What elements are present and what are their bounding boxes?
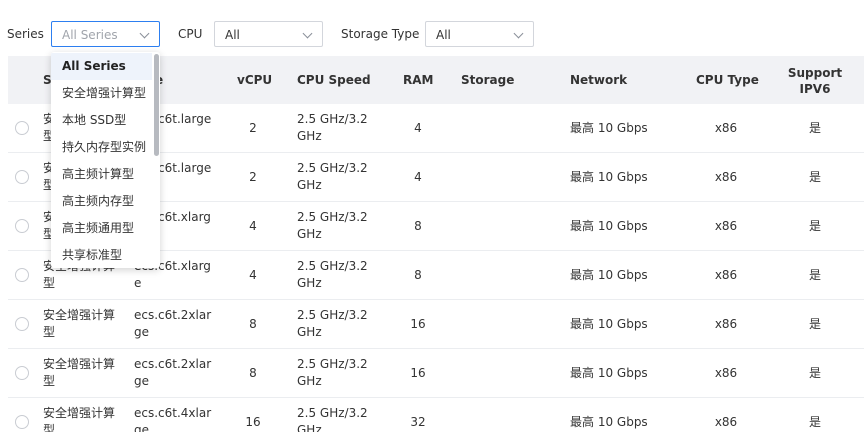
header-storage: Storage xyxy=(461,73,515,87)
dropdown-option[interactable]: 高主频计算型 xyxy=(62,167,135,181)
header-network: Network xyxy=(570,73,628,87)
header-cpu-type: CPU Type xyxy=(696,73,759,87)
cell-vcpu: 8 xyxy=(249,317,257,331)
cell-cpu-type: x86 xyxy=(714,415,738,429)
cell-cpu-type: x86 xyxy=(714,121,738,135)
cell-vcpu: 8 xyxy=(249,366,257,380)
dropdown-option[interactable]: 共享标准型 xyxy=(62,248,123,262)
cell-ipv6: 是 xyxy=(808,219,821,233)
cell-cpu-type: x86 xyxy=(714,268,738,282)
cell-cpu-type: x86 xyxy=(714,366,738,380)
dropdown-option[interactable]: 高主频内存型 xyxy=(62,194,135,208)
cell-ram: 8 xyxy=(414,219,422,233)
dropdown-option[interactable]: 持久内存型实例 xyxy=(62,140,147,154)
header-ram: RAM xyxy=(403,73,434,87)
dropdown-option[interactable]: 安全增强计算型 xyxy=(62,86,147,100)
cell-network: 最高 10 Gbps xyxy=(570,366,648,380)
cell-series: 安全增强计算型 xyxy=(43,308,116,339)
storage-type-select-value: All xyxy=(436,28,451,42)
cell-cpu-type: x86 xyxy=(714,219,738,233)
chevron-down-icon xyxy=(302,28,313,39)
cell-cpu-speed: 2.5 GHz/3.2 GHz xyxy=(297,406,368,432)
series-select-placeholder: All Series xyxy=(62,28,118,42)
series-dropdown-menu: All Series 安全增强计算型本地 SSD型持久内存型实例高主频计算型高主频… xyxy=(51,52,160,268)
chevron-down-icon xyxy=(139,28,150,39)
cpu-filter-label: CPU xyxy=(178,27,203,41)
cell-network: 最高 10 Gbps xyxy=(570,121,648,135)
cell-ram: 32 xyxy=(410,415,426,429)
table-row[interactable]: 安全增强计算型 ecs.c6t.2xlarge 8 2.5 GHz/3.2 GHz 16… xyxy=(8,300,864,349)
cell-cpu-speed: 2.5 GHz/3.2 GHz xyxy=(297,259,368,290)
cell-cpu-type: x86 xyxy=(714,317,738,331)
row-radio[interactable] xyxy=(15,317,29,331)
header-series: S xyxy=(43,73,52,87)
cell-spec: ecs.c6t.4xlarge xyxy=(134,406,212,432)
row-radio[interactable] xyxy=(15,170,29,184)
cpu-select-value: All xyxy=(225,28,240,42)
row-radio[interactable] xyxy=(15,121,29,135)
cell-cpu-speed: 2.5 GHz/3.2 GHz xyxy=(297,112,368,143)
cell-network: 最高 10 Gbps xyxy=(570,170,648,184)
series-filter-label: Series xyxy=(7,27,44,41)
dropdown-option[interactable]: All Series xyxy=(51,53,152,80)
cell-network: 最高 10 Gbps xyxy=(570,219,648,233)
cell-ipv6: 是 xyxy=(808,170,821,184)
cell-ram: 4 xyxy=(414,121,422,135)
table-row[interactable]: 安全增强计算型 ecs.c6t.4xlarge 16 2.5 GHz/3.2 GHz 3… xyxy=(8,398,864,432)
header-cpu-speed: CPU Speed xyxy=(297,73,371,87)
cell-spec: ecs.c6t.2xlarge xyxy=(134,308,212,339)
storage-type-filter-label: Storage Type xyxy=(341,27,420,41)
header-support-ipv6: Support IPV6 xyxy=(787,66,843,96)
cell-cpu-speed: 2.5 GHz/3.2 GHz xyxy=(297,161,368,192)
cell-vcpu: 2 xyxy=(249,121,257,135)
cell-ipv6: 是 xyxy=(808,121,821,135)
filter-bar: Series All Series CPU All Storage Type A… xyxy=(0,0,864,55)
dropdown-option[interactable]: 本地 SSD型 xyxy=(62,113,127,127)
cell-series: 安全增强计算型 xyxy=(43,406,116,432)
row-radio[interactable] xyxy=(15,415,29,429)
table-row[interactable]: 安全增强计算型 ecs.c6t.2xlarge 8 2.5 GHz/3.2 GHz 16… xyxy=(8,349,864,398)
cell-ram: 4 xyxy=(414,170,422,184)
cell-vcpu: 2 xyxy=(249,170,257,184)
row-radio[interactable] xyxy=(15,366,29,380)
series-select[interactable]: All Series xyxy=(51,21,160,47)
dropdown-scrollbar-thumb[interactable] xyxy=(154,54,159,156)
cell-ram: 16 xyxy=(410,317,426,331)
row-radio[interactable] xyxy=(15,219,29,233)
cell-ipv6: 是 xyxy=(808,366,821,380)
cpu-select[interactable]: All xyxy=(214,21,323,47)
cell-ram: 8 xyxy=(414,268,422,282)
storage-type-select[interactable]: All xyxy=(425,21,534,47)
dropdown-option[interactable]: 高主频通用型 xyxy=(62,221,135,235)
cell-network: 最高 10 Gbps xyxy=(570,268,648,282)
header-vcpu: vCPU xyxy=(237,73,273,87)
cell-ram: 16 xyxy=(410,366,426,380)
cell-cpu-speed: 2.5 GHz/3.2 GHz xyxy=(297,210,368,241)
cell-ipv6: 是 xyxy=(808,317,821,331)
cell-spec: ecs.c6t.2xlarge xyxy=(134,357,212,388)
cell-network: 最高 10 Gbps xyxy=(570,317,648,331)
cell-cpu-speed: 2.5 GHz/3.2 GHz xyxy=(297,357,368,388)
cell-series: 安全增强计算型 xyxy=(43,357,116,388)
cell-cpu-type: x86 xyxy=(714,170,738,184)
chevron-down-icon xyxy=(513,28,524,39)
cell-vcpu: 4 xyxy=(249,219,257,233)
cell-cpu-speed: 2.5 GHz/3.2 GHz xyxy=(297,308,368,339)
row-radio[interactable] xyxy=(15,268,29,282)
cell-vcpu: 4 xyxy=(249,268,257,282)
cell-vcpu: 16 xyxy=(245,415,261,429)
cell-network: 最高 10 Gbps xyxy=(570,415,648,429)
cell-ipv6: 是 xyxy=(808,268,821,282)
dropdown-scrollbar[interactable] xyxy=(152,52,160,268)
cell-ipv6: 是 xyxy=(808,415,821,429)
